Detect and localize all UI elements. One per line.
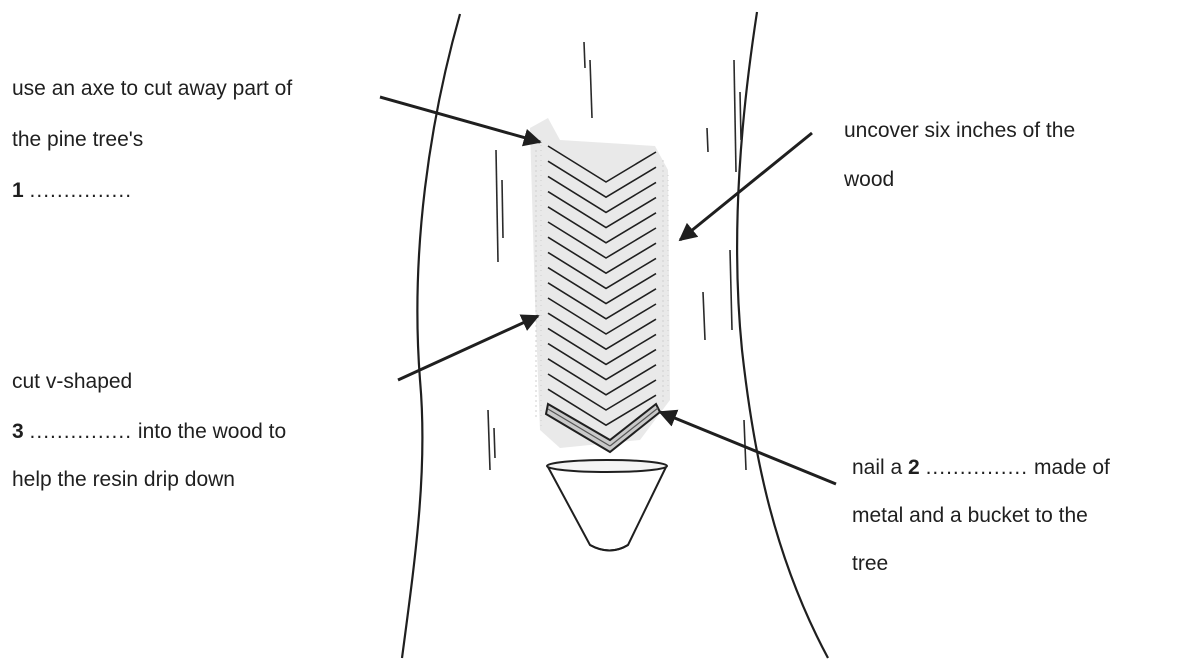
arrow-to-bark (380, 97, 540, 142)
arrow-to-uncovered-wood (680, 133, 812, 240)
label-cut-line2-rest: into the wood to (138, 420, 286, 443)
label-cut-v-shaped: cut v-shaped 3 ............... into the … (12, 369, 286, 493)
label-nail-line2: metal and a bucket to the (852, 503, 1110, 529)
label-nail-prefix: nail a (852, 456, 902, 479)
resin-bucket (547, 460, 667, 551)
label-nail-line1: nail a 2 ............... made of (852, 455, 1110, 481)
label-cut-line3: help the resin drip down (12, 467, 286, 493)
trunk-right-outline (737, 12, 828, 658)
answer-blank-2: ............... (926, 456, 1029, 479)
label-nail-spout: nail a 2 ............... made of metal a… (852, 455, 1110, 577)
label-axe-line1: use an axe to cut away part of (12, 76, 292, 102)
label-cut-line2: 3 ............... into the wood to (12, 419, 286, 445)
answer-blank-1: ............... (30, 179, 133, 202)
blank-number-1: 1 (12, 179, 24, 202)
label-uncover-line2: wood (844, 167, 1075, 193)
label-nail-line3: tree (852, 551, 1110, 577)
label-uncover-wood: uncover six inches of the wood (844, 118, 1075, 193)
label-axe-line3: 1 ............... (12, 178, 292, 204)
answer-blank-3: ............... (30, 420, 133, 443)
blank-number-3: 3 (12, 420, 24, 443)
label-cut-line1: cut v-shaped (12, 369, 286, 395)
label-axe-cut-bark: use an axe to cut away part of the pine … (12, 76, 292, 204)
blank-number-2: 2 (908, 456, 920, 479)
label-nail-line1-rest: made of (1034, 456, 1110, 479)
arrow-to-spout (660, 412, 836, 484)
label-uncover-line1: uncover six inches of the (844, 118, 1075, 144)
label-axe-line2: the pine tree's (12, 127, 292, 153)
